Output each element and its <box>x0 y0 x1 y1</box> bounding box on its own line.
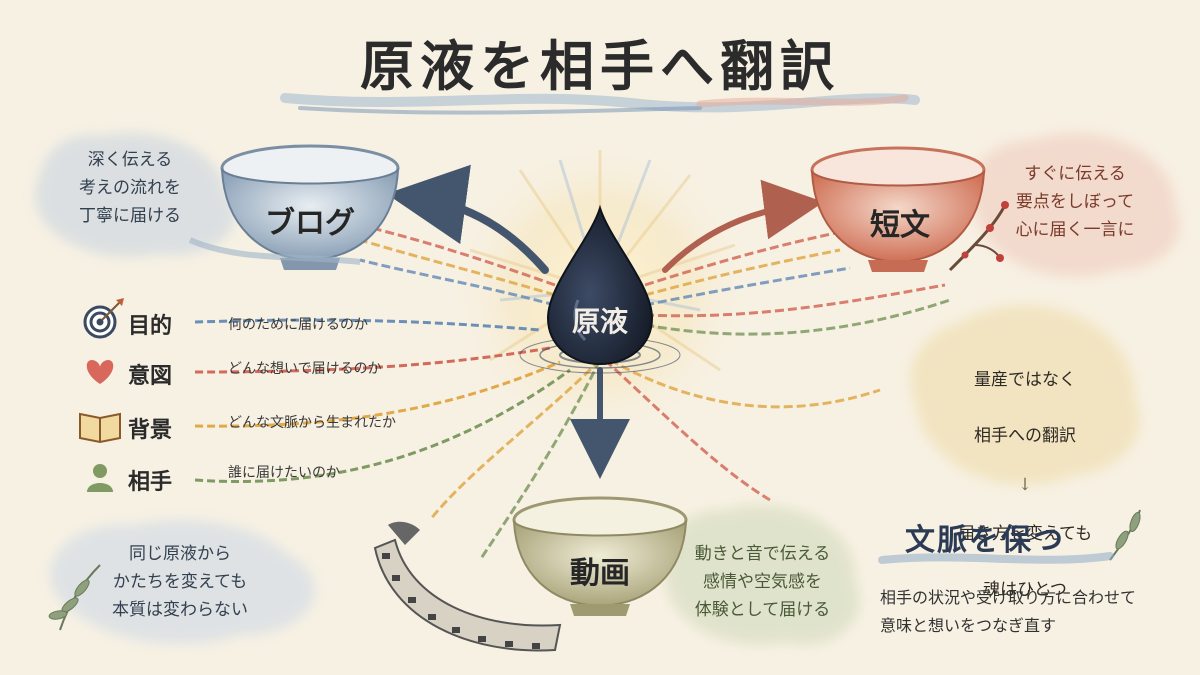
legend-desc-background: どんな文脈から生まれたか <box>228 415 396 431</box>
cloud-right <box>910 305 1140 485</box>
bowl-blog <box>188 144 400 270</box>
leaf-sprig-left <box>48 564 101 631</box>
bowl-short <box>810 146 986 272</box>
legend-label-intent: 意図 <box>128 363 173 389</box>
center-label: 原液 <box>571 305 628 338</box>
legend-desc-purpose: 何のために届けるのか <box>228 317 368 333</box>
target-icon <box>83 298 124 339</box>
cloud-left-bottom <box>50 520 315 644</box>
person-icon <box>87 464 113 492</box>
page-title: 原液を相手へ翻訳 <box>360 34 840 98</box>
book-icon <box>79 412 121 444</box>
bowl-blog-label: ブログ <box>265 206 355 241</box>
leaf-sprig-right <box>1109 509 1141 561</box>
cloud-video <box>665 505 860 645</box>
translation-note-line1: 量産ではなく <box>974 370 1076 390</box>
ink-drop <box>546 204 654 366</box>
translation-note: 量産ではなく 相手への翻訳 ↓ 届き方を変えても 魂はひとつ <box>935 338 1115 632</box>
context-brush-stroke <box>878 552 1114 564</box>
context-description: 相手の状況や受け取り方に合わせて 意味と想いをつなぎ直す <box>880 588 1137 635</box>
plum-branch-icon <box>948 201 1009 272</box>
bowl-short-label: 短文 <box>870 208 930 243</box>
blog-description: 深く伝える 考えの流れを 丁寧に届ける <box>79 150 181 226</box>
arrow-to-short <box>662 179 824 273</box>
context-title: 文脈を保つ <box>905 523 1065 558</box>
same-essence-note: 同じ原液から かたちを変えても 本質は変わらない <box>112 544 248 620</box>
cloud-short <box>970 133 1180 277</box>
translation-note-line4: 魂はひとつ <box>983 580 1067 600</box>
down-arrow-icon: ↓ <box>1017 475 1033 495</box>
flow-rays <box>359 223 951 561</box>
legend-label-purpose: 目的 <box>128 313 173 339</box>
bowl-video <box>512 496 688 616</box>
legend-label-audience: 相手 <box>128 469 173 495</box>
title-brush-stroke <box>280 93 920 115</box>
short-description: すぐに伝える 要点をしぼって 心に届く一言に <box>1015 164 1135 240</box>
legend-desc-audience: 誰に届けたいのか <box>228 465 340 481</box>
arrow-to-blog <box>386 164 549 274</box>
cloud-blog <box>35 133 235 257</box>
bowl-video-label: 動画 <box>570 556 630 591</box>
film-strip <box>373 521 562 652</box>
legend-flow-lines <box>194 318 571 484</box>
legend-desc-intent: どんな想いで届けるのか <box>228 361 382 377</box>
translation-note-line3: 届き方を変えても <box>957 524 1093 544</box>
video-description: 動きと音で伝える 感情や空気感を 体験として届ける <box>694 544 831 620</box>
heart-icon <box>86 360 114 384</box>
translation-note-line2: 相手への翻訳 <box>974 426 1076 446</box>
legend-label-background: 背景 <box>128 417 173 443</box>
